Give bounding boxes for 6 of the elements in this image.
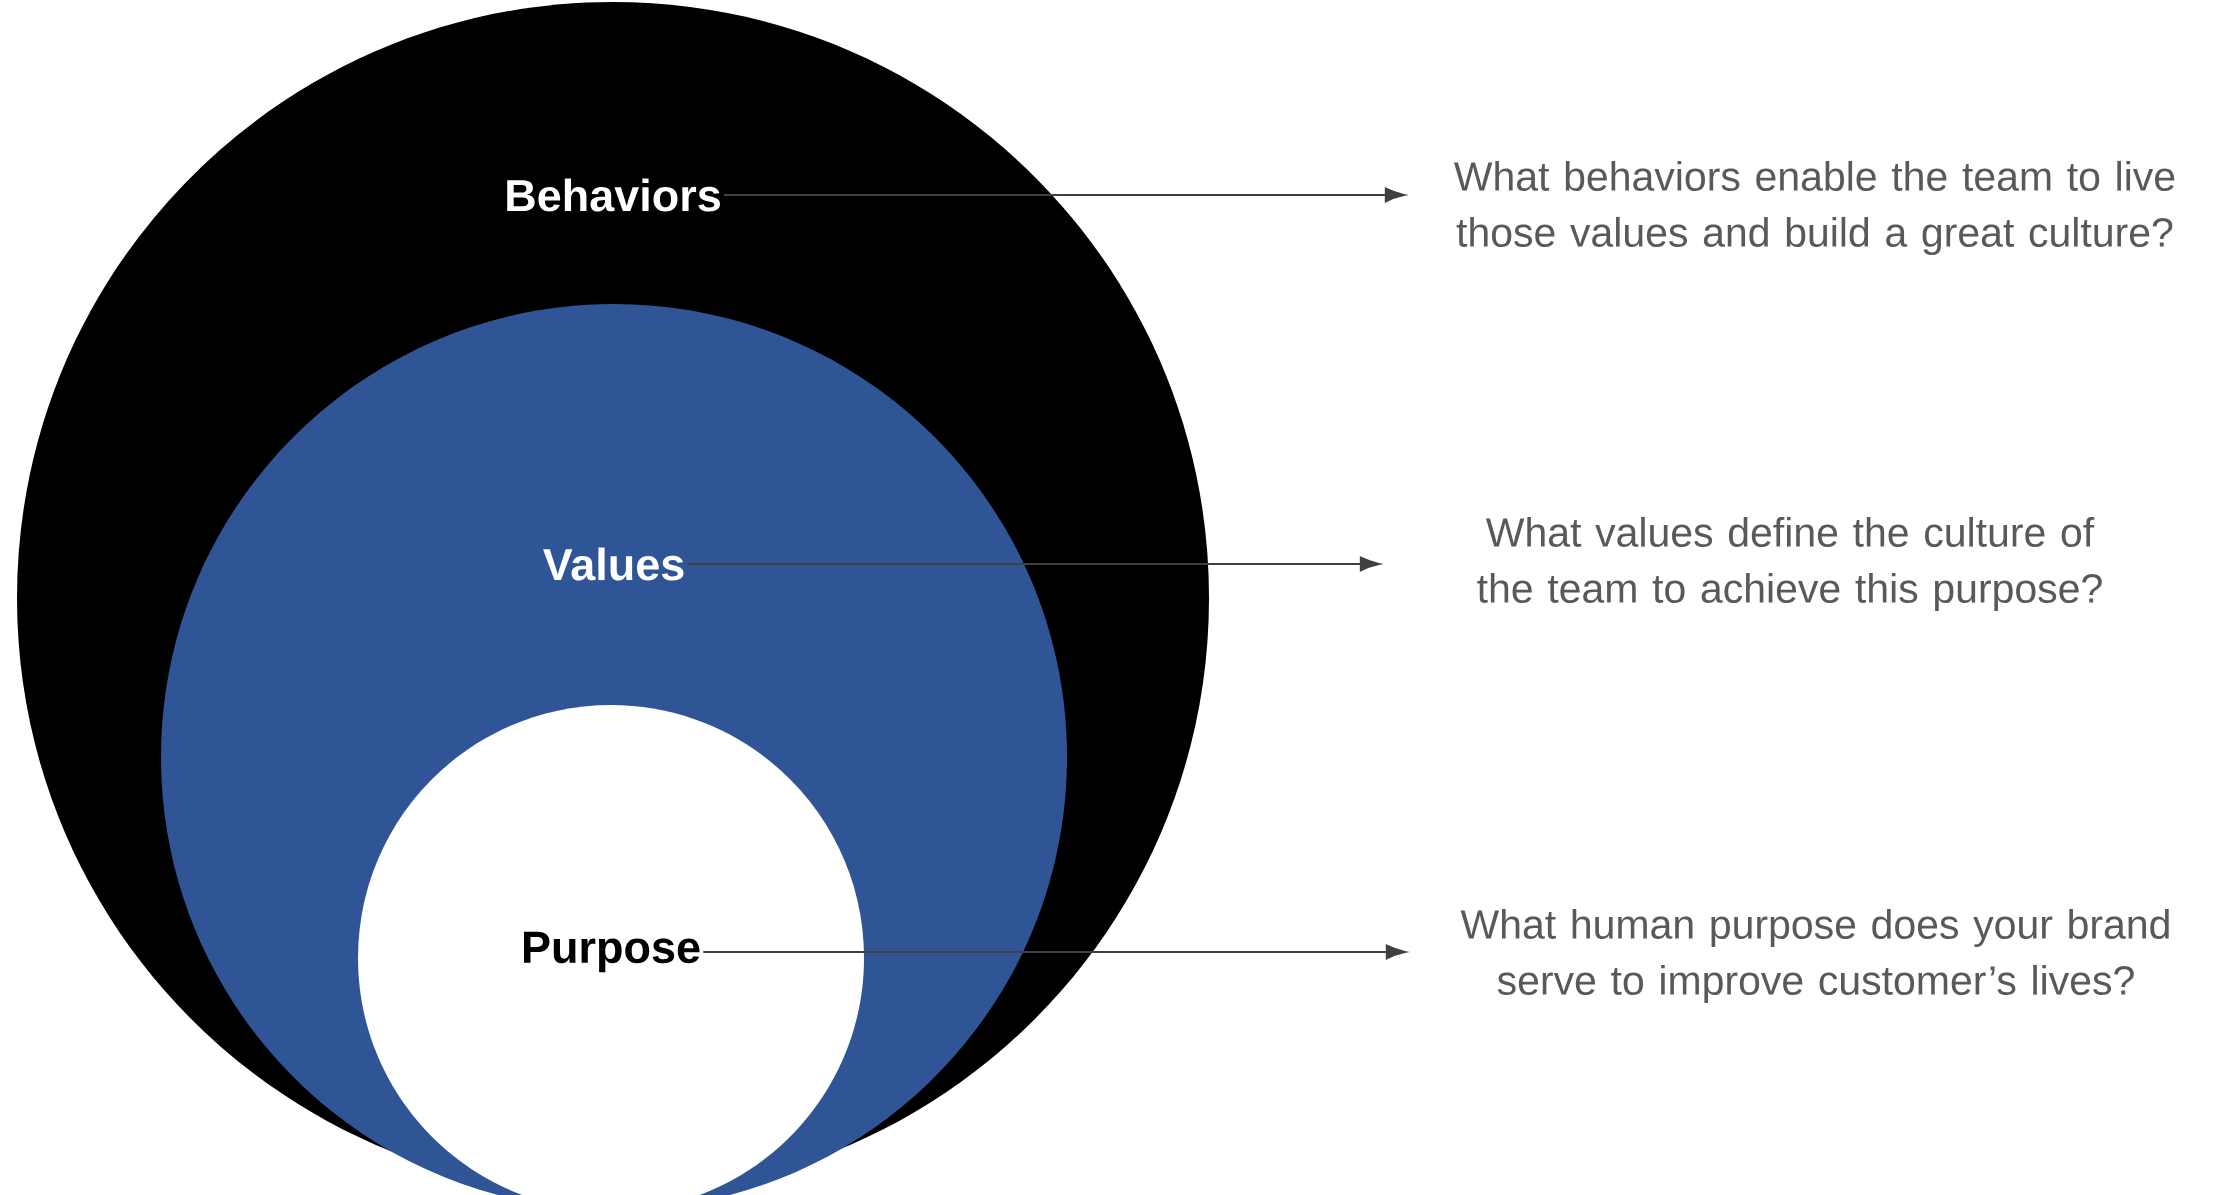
- question-text: What human purpose does your brand serve to improve customer’s lives?: [1460, 908, 2169, 1004]
- circle-label: Behaviors: [507, 178, 720, 212]
- circle-label: Purpose: [524, 931, 700, 973]
- circle-label: Values: [543, 547, 684, 581]
- question-text: What values define the culture of the team to achieve this purpose?: [1477, 516, 2102, 612]
- question-text: What behaviors enable the team to live those values and build a great culture?: [1453, 160, 2175, 256]
